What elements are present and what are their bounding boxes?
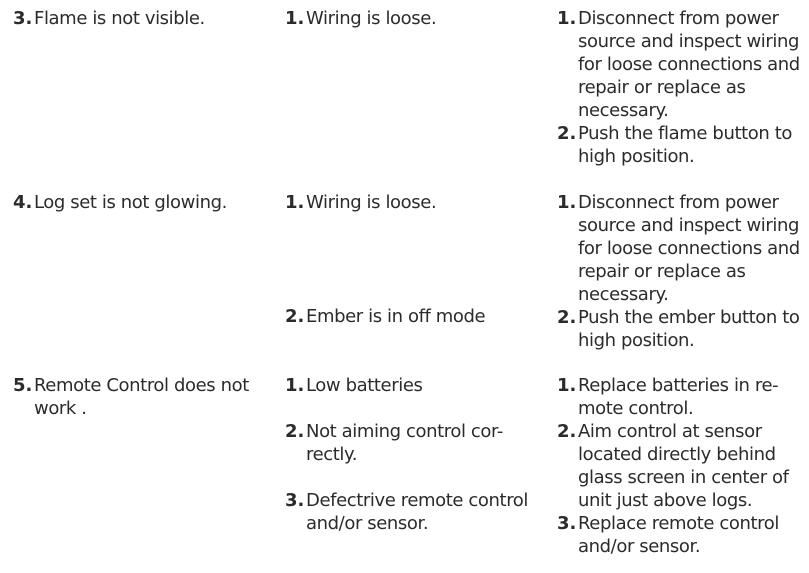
action-item: 2. Push the flame button to high positio…: [557, 122, 807, 168]
action-cell: 1. Disconnect from power source and insp…: [557, 7, 807, 168]
action-text: Push the flame button to high position.: [578, 123, 792, 167]
cause-number: 3.: [285, 490, 305, 511]
action-text: Disconnect from power source and inspect…: [578, 8, 800, 121]
cause-number: 2.: [285, 306, 305, 327]
problem-cell: 3. Flame is not visible.: [13, 7, 275, 30]
action-cell: 1. Disconnect from power source and insp…: [557, 191, 807, 352]
action-number: 2.: [557, 421, 577, 442]
cause-cell: 1. Wiring is loose. 2. Ember is in off m…: [285, 191, 547, 328]
problem-item: 5. Remote Control does not work .: [13, 374, 275, 420]
action-item: 1. Replace batteries in re-mote control.: [557, 374, 807, 420]
cause-text: Defectrive remote control and/or sensor.: [306, 490, 529, 534]
action-text: Aim control at sensor located directly b…: [578, 421, 789, 511]
action-item: 3. Replace remote control and/or sensor.: [557, 512, 807, 558]
problem-cell: 4. Log set is not glowing.: [13, 191, 275, 214]
cause-item: 1. Wiring is loose.: [285, 7, 547, 30]
problem-number: 3.: [13, 8, 33, 29]
action-item: 1. Disconnect from power source and insp…: [557, 7, 807, 122]
problem-item: 3. Flame is not visible.: [13, 7, 275, 30]
cause-text: Wiring is loose.: [306, 192, 437, 213]
cause-cell: 1. Wiring is loose.: [285, 7, 547, 30]
cause-text: Ember is in off mode: [306, 306, 486, 327]
problem-text: Log set is not glowing.: [34, 192, 227, 213]
action-number: 1.: [557, 192, 577, 213]
problem-text: Flame is not visible.: [34, 8, 205, 29]
action-text: Disconnect from power source and inspect…: [578, 192, 800, 305]
cause-item: 2. Ember is in off mode: [285, 305, 547, 328]
action-text: Replace batteries in re-mote control.: [578, 375, 779, 419]
action-number: 2.: [557, 123, 577, 144]
action-text: Push the ember button to high position.: [578, 307, 800, 351]
cause-number: 1.: [285, 8, 305, 29]
cause-cell: 1. Low batteries 2. Not aiming control c…: [285, 374, 547, 535]
cause-number: 2.: [285, 421, 305, 442]
cause-item: 1. Low batteries: [285, 374, 547, 397]
problem-text: Remote Control does not work .: [34, 375, 249, 419]
cause-item: 1. Wiring is loose.: [285, 191, 547, 214]
cause-text: Wiring is loose.: [306, 8, 437, 29]
action-item: 1. Disconnect from power source and insp…: [557, 191, 807, 306]
cause-item: 3. Defectrive remote control and/or sens…: [285, 489, 547, 535]
action-cell: 1. Replace batteries in re-mote control.…: [557, 374, 807, 558]
action-number: 2.: [557, 307, 577, 328]
problem-cell: 5. Remote Control does not work .: [13, 374, 275, 420]
cause-text: Low batteries: [306, 375, 423, 396]
action-number: 1.: [557, 8, 577, 29]
cause-number: 1.: [285, 375, 305, 396]
action-item: 2. Push the ember button to high positio…: [557, 306, 807, 352]
action-item: 2. Aim control at sensor located directl…: [557, 420, 807, 512]
cause-text: Not aiming control cor-rectly.: [306, 421, 503, 465]
action-text: Replace remote control and/or sensor.: [578, 513, 779, 557]
problem-number: 4.: [13, 192, 33, 213]
problem-item: 4. Log set is not glowing.: [13, 191, 275, 214]
problem-number: 5.: [13, 375, 33, 396]
cause-item: 2. Not aiming control cor-rectly.: [285, 420, 547, 466]
cause-number: 1.: [285, 192, 305, 213]
action-number: 3.: [557, 513, 577, 534]
action-number: 1.: [557, 375, 577, 396]
